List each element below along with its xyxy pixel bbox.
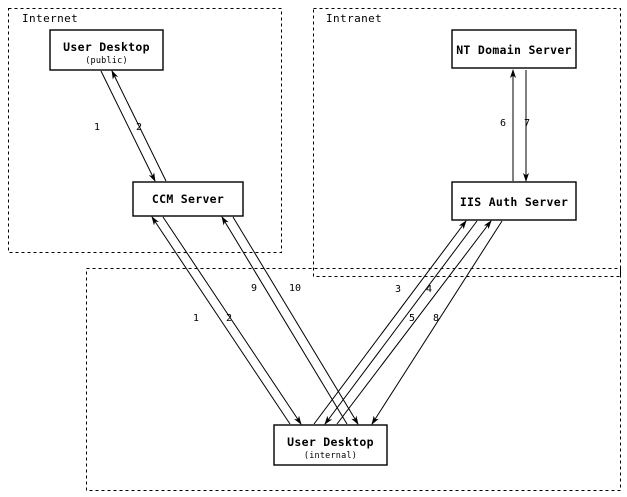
node-box-user-desktop-internal[interactable] xyxy=(273,424,388,466)
node-title-user-desktop-public: User Desktop xyxy=(63,40,150,54)
step-label-7: 7 xyxy=(524,118,530,129)
node-user-desktop-public[interactable]: User Desktop (public) xyxy=(49,29,164,71)
flow-line-1-public-to-ccm xyxy=(100,70,156,182)
flow-line-10-ccm-to-internal xyxy=(232,216,359,425)
node-subtitle-user-desktop-internal: (internal) xyxy=(304,451,357,461)
step-label-10: 10 xyxy=(289,283,301,294)
node-user-desktop-internal[interactable]: User Desktop (internal) xyxy=(273,424,388,466)
step-label-5: 5 xyxy=(409,313,415,324)
flow-line-3-internal-to-iis xyxy=(313,220,467,425)
zone-label-intranet: Intranet xyxy=(326,12,382,25)
zone-label-internet: Internet xyxy=(22,12,78,25)
node-box-iis-auth-server[interactable] xyxy=(451,181,577,221)
step-label-4: 4 xyxy=(426,284,432,295)
step-label-3: 3 xyxy=(395,284,401,295)
flow-line-9-internal-to-ccm xyxy=(221,216,348,425)
node-subtitle-user-desktop-public: (public) xyxy=(85,56,128,66)
zone-internal-boundary xyxy=(86,268,621,491)
flow-line-8-iis-to-internal xyxy=(371,220,503,425)
step-label-6: 6 xyxy=(500,118,506,129)
step-label-9: 9 xyxy=(251,283,257,294)
node-title-nt-domain-server: NT Domain Server xyxy=(456,43,572,57)
node-iis-auth-server[interactable]: IIS Auth Server xyxy=(451,181,577,221)
step-label-8: 8 xyxy=(433,313,439,324)
node-box-user-desktop-public[interactable] xyxy=(49,29,164,71)
step-label-1-internal: 1 xyxy=(193,313,199,324)
step-label-2-internal: 2 xyxy=(226,313,232,324)
node-title-iis-auth-server: IIS Auth Server xyxy=(460,195,568,209)
flow-line-1-internal-to-ccm xyxy=(151,216,291,425)
node-box-nt-domain-server[interactable] xyxy=(451,29,577,69)
node-box-ccm-server[interactable] xyxy=(132,181,244,217)
node-ccm-server[interactable]: CCM Server xyxy=(132,181,244,217)
node-nt-domain-server[interactable]: NT Domain Server xyxy=(451,29,577,69)
node-title-user-desktop-internal: User Desktop xyxy=(287,435,374,449)
flow-line-5-internal-to-iis xyxy=(336,220,492,425)
flow-line-2-ccm-to-internal xyxy=(162,216,302,425)
step-label-1-public: 1 xyxy=(94,122,100,133)
flow-line-2-ccm-to-public xyxy=(111,70,167,182)
zone-internet-boundary xyxy=(8,8,282,253)
node-title-ccm-server: CCM Server xyxy=(152,192,224,206)
flow-line-4-iis-to-internal xyxy=(324,220,478,425)
step-label-2-public: 2 xyxy=(136,122,142,133)
